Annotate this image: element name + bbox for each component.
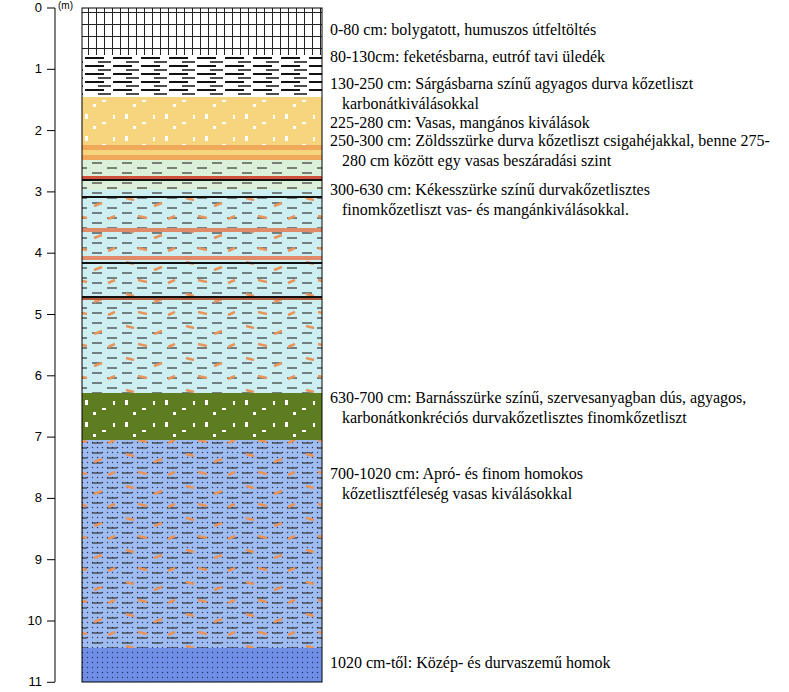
depth-number: 7 <box>12 430 42 444</box>
axis-tick <box>47 621 55 622</box>
depth-number: 2 <box>12 124 42 138</box>
layer-description: 300-630 cm: Kékesszürke színű durvakőzet… <box>330 180 750 220</box>
layer-sandy-silt <box>82 440 322 648</box>
layer-olive <box>82 393 322 440</box>
axis-tick <box>47 375 55 376</box>
depth-number: 9 <box>12 553 42 567</box>
depth-number: 1 <box>12 62 42 76</box>
layer-green-grey <box>82 160 322 190</box>
layer-blue-grey <box>82 190 322 393</box>
depth-number: 8 <box>12 491 42 505</box>
layer-fill <box>82 8 322 55</box>
axis-tick <box>47 559 55 560</box>
axis-tick <box>47 682 55 683</box>
axis-tick <box>47 69 55 70</box>
layer-description: 80-130cm: feketésbarna, eutróf tavi üled… <box>330 47 785 67</box>
layer-description: 700-1020 cm: Apró- és finom homokos kőze… <box>330 464 660 504</box>
column-border <box>82 8 322 682</box>
axis-tick <box>47 253 55 254</box>
layer-lake <box>82 55 322 97</box>
depth-number: 4 <box>12 246 42 260</box>
layer-iron-bands <box>82 145 322 160</box>
depth-axis <box>47 8 55 682</box>
axis-tick <box>47 8 55 9</box>
axis-tick <box>47 437 55 438</box>
axis-tick <box>47 130 55 131</box>
axis-tick <box>47 314 55 315</box>
depth-number: 6 <box>12 369 42 383</box>
layer-description: 630-700 cm: Barnásszürke színű, szervesa… <box>330 388 750 428</box>
layer-description: 225-280 cm: Vasas, mangános kiválások <box>330 113 785 133</box>
depth-number: 5 <box>12 308 42 322</box>
layer-sand <box>82 648 322 682</box>
axis-tick <box>47 498 55 499</box>
layer-description: 250-300 cm: Zöldsszürke durva kőzetliszt… <box>330 131 770 171</box>
axis-tick <box>47 191 55 192</box>
depth-number: 0 <box>12 1 42 15</box>
depth-number: 3 <box>12 185 42 199</box>
layer-description: 1020 cm-től: Közép- és durvaszemű homok <box>330 653 785 673</box>
axis-unit: (m) <box>58 0 98 12</box>
layer-yellow-silt <box>82 97 322 145</box>
depth-number: 10 <box>12 614 42 628</box>
depth-number: 11 <box>12 675 42 689</box>
layer-description: 0-80 cm: bolygatott, humuszos útfeltölté… <box>330 20 785 40</box>
layer-description: 130-250 cm: Sárgásbarna színű agyagos du… <box>330 74 785 114</box>
